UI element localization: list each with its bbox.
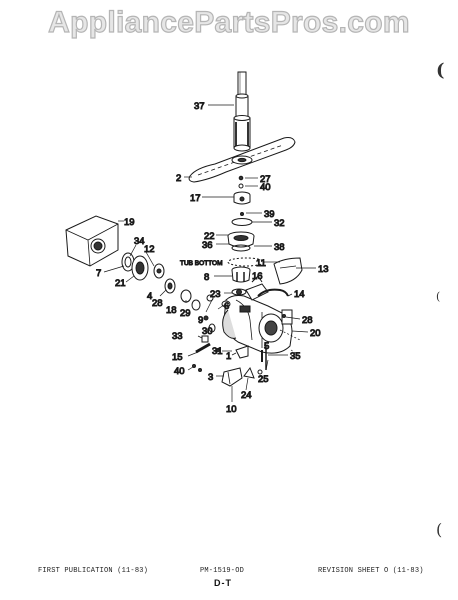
part-24-clip[interactable] <box>243 366 255 379</box>
footer-part-number: PM-1519-OD <box>200 567 245 575</box>
callout-10: 10 <box>226 404 237 415</box>
callout-6: 6 <box>224 301 229 312</box>
part-22-36-38-housing[interactable] <box>227 231 255 252</box>
scan-mark-top: ( <box>436 60 445 81</box>
callout-3: 3 <box>208 372 213 383</box>
callout-16: 16 <box>252 271 263 282</box>
callout-39: 39 <box>264 209 275 220</box>
part-14-hose[interactable] <box>257 288 289 297</box>
callout-33: 33 <box>172 331 183 342</box>
part-8-impeller[interactable] <box>231 266 251 283</box>
callout-28: 28 <box>152 298 163 309</box>
callout-23: 23 <box>210 289 221 300</box>
pump-motor-assembly[interactable] <box>222 283 293 354</box>
leader-lines <box>103 104 316 402</box>
callout-18: 18 <box>166 305 177 316</box>
callout-27: 27 <box>260 174 271 185</box>
part-39[interactable] <box>240 212 244 216</box>
part-21-coupling[interactable] <box>131 255 149 281</box>
callout-2: 2 <box>176 173 181 184</box>
callout-17: 17 <box>190 193 201 204</box>
part-28-screw[interactable] <box>282 314 286 318</box>
callout-5: 5 <box>264 341 269 352</box>
callout-4: 4 <box>147 291 152 302</box>
part-40[interactable] <box>238 183 244 189</box>
callout-28b: 28 <box>302 315 313 326</box>
callout-30: 30 <box>202 326 213 337</box>
part-29-ball[interactable] <box>206 294 214 302</box>
callout-11: 11 <box>256 258 266 269</box>
callout-34: 34 <box>134 236 145 247</box>
part-23-washer[interactable] <box>231 288 247 296</box>
part-7-clamp[interactable] <box>121 252 135 272</box>
part-12-seal[interactable] <box>153 263 165 279</box>
part-31[interactable] <box>216 348 220 352</box>
callout-31: 31 <box>212 346 223 357</box>
part-40-b[interactable] <box>192 364 196 368</box>
callout-numbers: 37 2 27 40 17 39 32 22 36 38 19 34 12 7 … <box>96 101 330 416</box>
callout-25: 25 <box>258 374 269 385</box>
callout-19: 19 <box>124 217 135 228</box>
part-37-spray-tube[interactable] <box>233 71 251 152</box>
callout-8: 8 <box>204 272 209 283</box>
part-33[interactable] <box>201 335 209 343</box>
part-13-shield[interactable] <box>273 257 303 285</box>
callout-13: 13 <box>318 264 329 275</box>
watermark-logo: AppliancePartsPros.com <box>48 5 411 39</box>
callout-32: 32 <box>274 218 285 229</box>
part-19-bracket[interactable] <box>65 215 119 267</box>
scan-mark-mid: ( <box>436 290 441 303</box>
scan-mark-bottom: ( <box>436 520 443 539</box>
part-32-ring[interactable] <box>231 218 253 226</box>
tub-bottom-label: TUB BOTTOM <box>180 260 223 267</box>
callout-38: 38 <box>274 242 285 253</box>
part-1-bracket[interactable] <box>235 345 249 359</box>
callout-14: 14 <box>294 289 305 300</box>
callout-24: 24 <box>241 390 252 401</box>
part-6-bushing[interactable] <box>221 300 231 308</box>
callout-15: 15 <box>172 352 183 363</box>
part-17-hub[interactable] <box>233 191 251 205</box>
callout-7: 7 <box>96 268 101 279</box>
part-2-spray-arm[interactable] <box>188 137 296 183</box>
part-15-pin[interactable] <box>195 342 211 354</box>
callout-9: 9 <box>198 315 203 326</box>
callout-35: 35 <box>290 351 301 362</box>
callout-20: 20 <box>310 328 321 339</box>
callout-21: 21 <box>115 278 126 289</box>
part-27[interactable] <box>238 175 244 181</box>
callout-40: 40 <box>260 182 271 193</box>
part-25[interactable] <box>257 369 263 375</box>
footer-revision: REVISION SHEET O (11-83) <box>318 567 424 575</box>
callout-37: 37 <box>194 101 205 112</box>
callout-36: 36 <box>202 240 213 251</box>
callout-1: 1 <box>226 351 231 362</box>
callout-12: 12 <box>144 244 155 255</box>
callout-29: 29 <box>180 308 191 319</box>
part-9[interactable] <box>203 315 209 321</box>
page-code: D-T <box>214 578 232 588</box>
footer-first-publication: FIRST PUBLICATION (11-83) <box>38 567 149 575</box>
callout-40b: 40 <box>174 366 185 377</box>
part-30[interactable] <box>208 323 216 333</box>
callout-22: 22 <box>204 231 215 242</box>
part-3-foot[interactable] <box>221 367 243 387</box>
part-18-seal[interactable] <box>191 299 201 311</box>
